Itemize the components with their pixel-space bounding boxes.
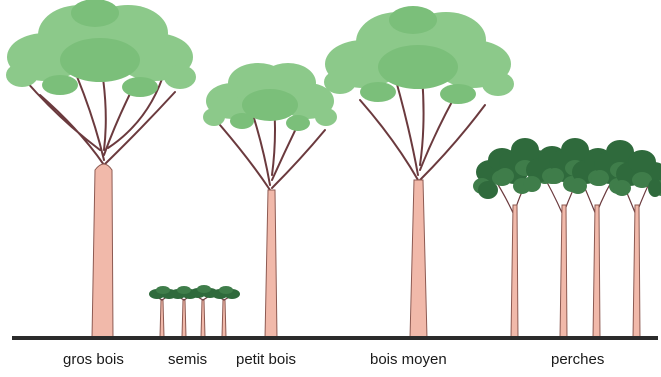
trees-perches <box>473 138 661 338</box>
label-semis: semis <box>168 351 207 368</box>
label-bois-moyen: bois moyen <box>370 351 447 368</box>
label-gros-bois: gros bois <box>63 351 124 368</box>
seedlings-semis <box>149 285 240 337</box>
label-perches: perches <box>551 351 604 368</box>
label-petit-bois: petit bois <box>236 351 296 368</box>
ground-line <box>12 336 658 340</box>
